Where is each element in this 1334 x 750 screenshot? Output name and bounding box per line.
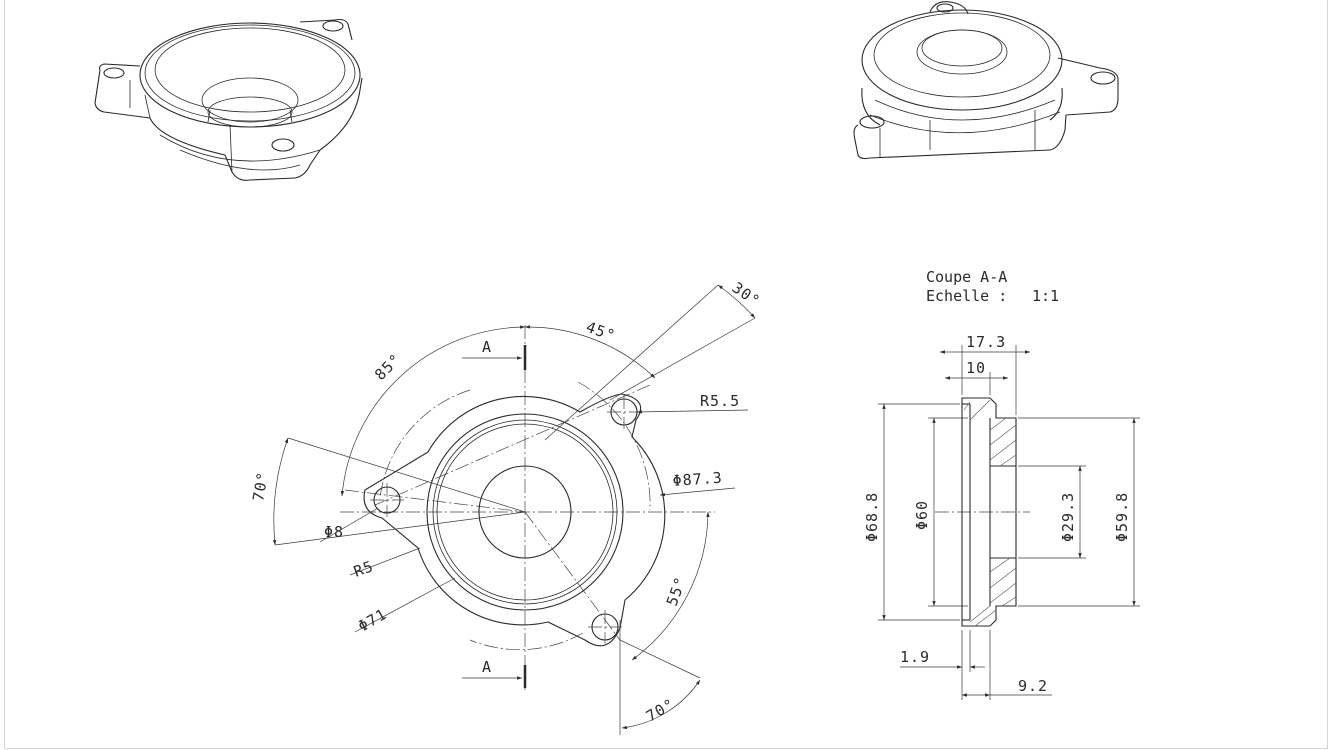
dim-width-10: 10 (966, 359, 986, 377)
section-marker-bottom: A (482, 658, 492, 676)
dim-radius-5-5: R5.5 (700, 392, 740, 410)
dim-angle-70-left: 70° (249, 470, 272, 503)
dim-diameter-59-8: Φ59.8 (1113, 492, 1131, 542)
dim-width-1-9: 1.9 (900, 648, 930, 666)
dim-diameter-8: Φ8 (324, 523, 344, 541)
scale-label: Echelle : (926, 287, 1007, 305)
dim-angle-70-bottom: 70° (643, 695, 678, 726)
isometric-view-bottom (853, 1, 1119, 160)
dim-diameter-29-3: Φ29.3 (1059, 492, 1077, 542)
scale-value: 1:1 (1032, 287, 1059, 305)
section-view-labels: Coupe A-A Echelle : 1:1 17.3 10 Φ68.8 Φ6… (863, 268, 1131, 695)
dim-radius-5: R5 (351, 557, 376, 581)
dim-diameter-87-3: Φ87.3 (672, 469, 723, 490)
dim-width-9-2: 9.2 (1018, 677, 1048, 695)
front-view-labels: A A 85° 45° 30° R5.5 Φ87.3 70° Φ8 R5 Φ71… (249, 279, 763, 726)
dim-angle-30: 30° (729, 279, 764, 311)
isometric-view-top (94, 18, 363, 181)
dim-width-17-3: 17.3 (966, 333, 1006, 351)
section-view (878, 345, 1140, 700)
dim-diameter-60: Φ60 (913, 500, 931, 530)
front-view (272, 284, 756, 735)
dim-angle-85: 85° (371, 350, 405, 384)
section-marker-top: A (482, 338, 492, 356)
dim-diameter-71: Φ71 (355, 605, 390, 636)
dim-angle-55: 55° (663, 574, 690, 608)
dim-diameter-68-8: Φ68.8 (863, 492, 881, 542)
section-title: Coupe A-A (926, 268, 1007, 286)
dim-angle-45: 45° (584, 318, 618, 345)
